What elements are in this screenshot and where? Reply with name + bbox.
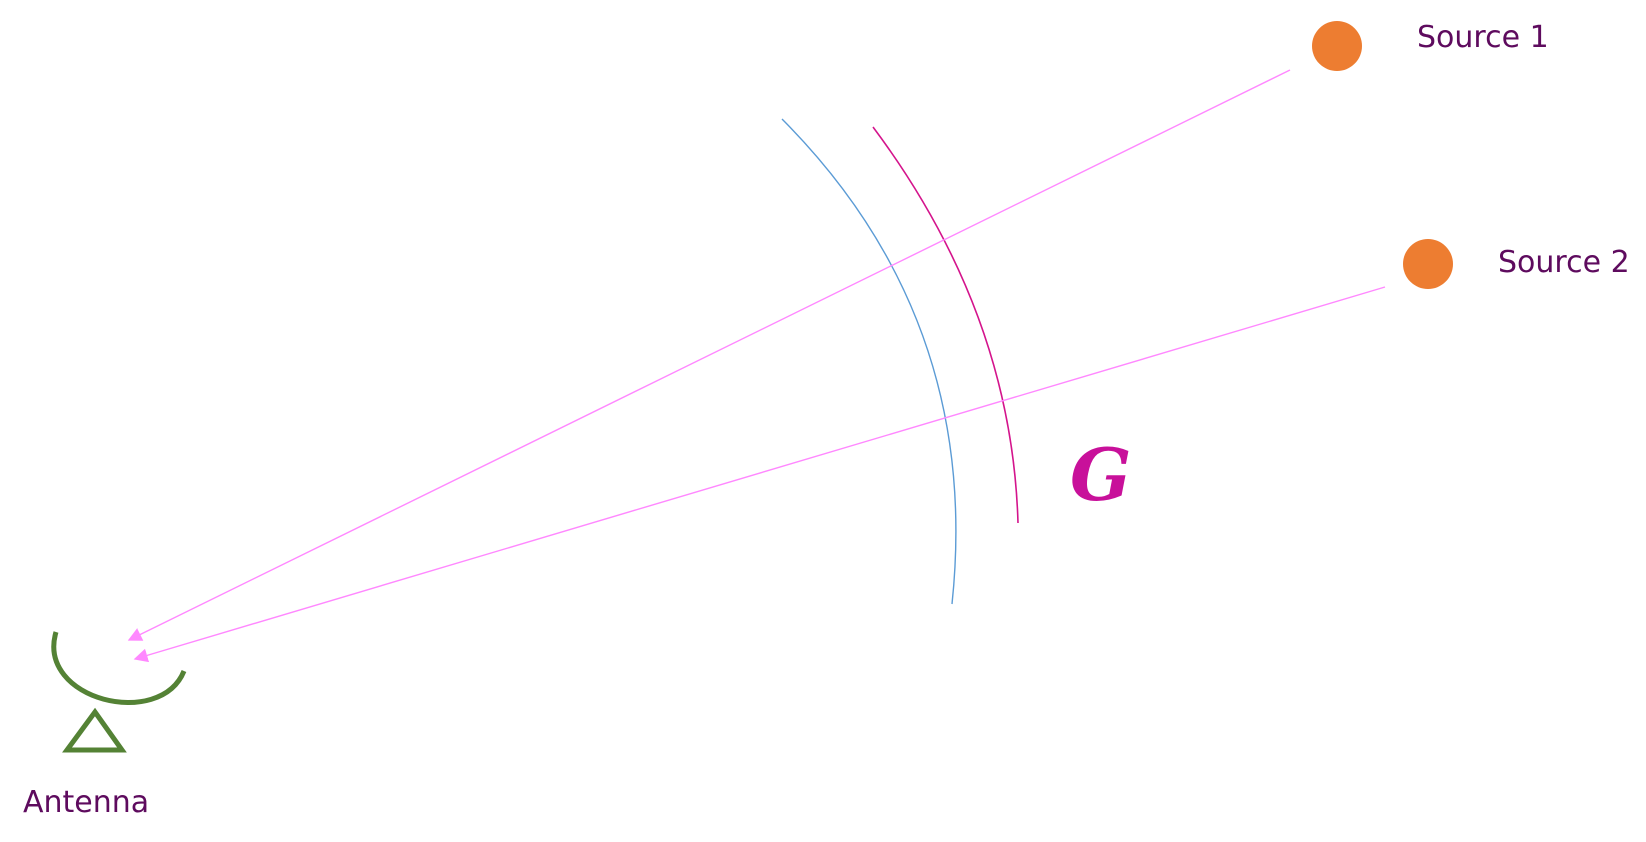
source-1-label: Source 1 xyxy=(1417,20,1549,55)
source-2-label: Source 2 xyxy=(1498,245,1630,280)
source-1-dot xyxy=(1312,21,1362,71)
source-2-dot xyxy=(1403,239,1453,289)
antenna-label: Antenna xyxy=(23,785,149,820)
ray-source-1 xyxy=(127,69,1291,641)
ray-source-2 xyxy=(133,286,1386,663)
layer-g-label: G xyxy=(1070,432,1132,517)
outer-layer-arc xyxy=(872,126,1019,524)
inner-layer-arc xyxy=(781,118,957,605)
antenna-icon xyxy=(51,631,187,753)
